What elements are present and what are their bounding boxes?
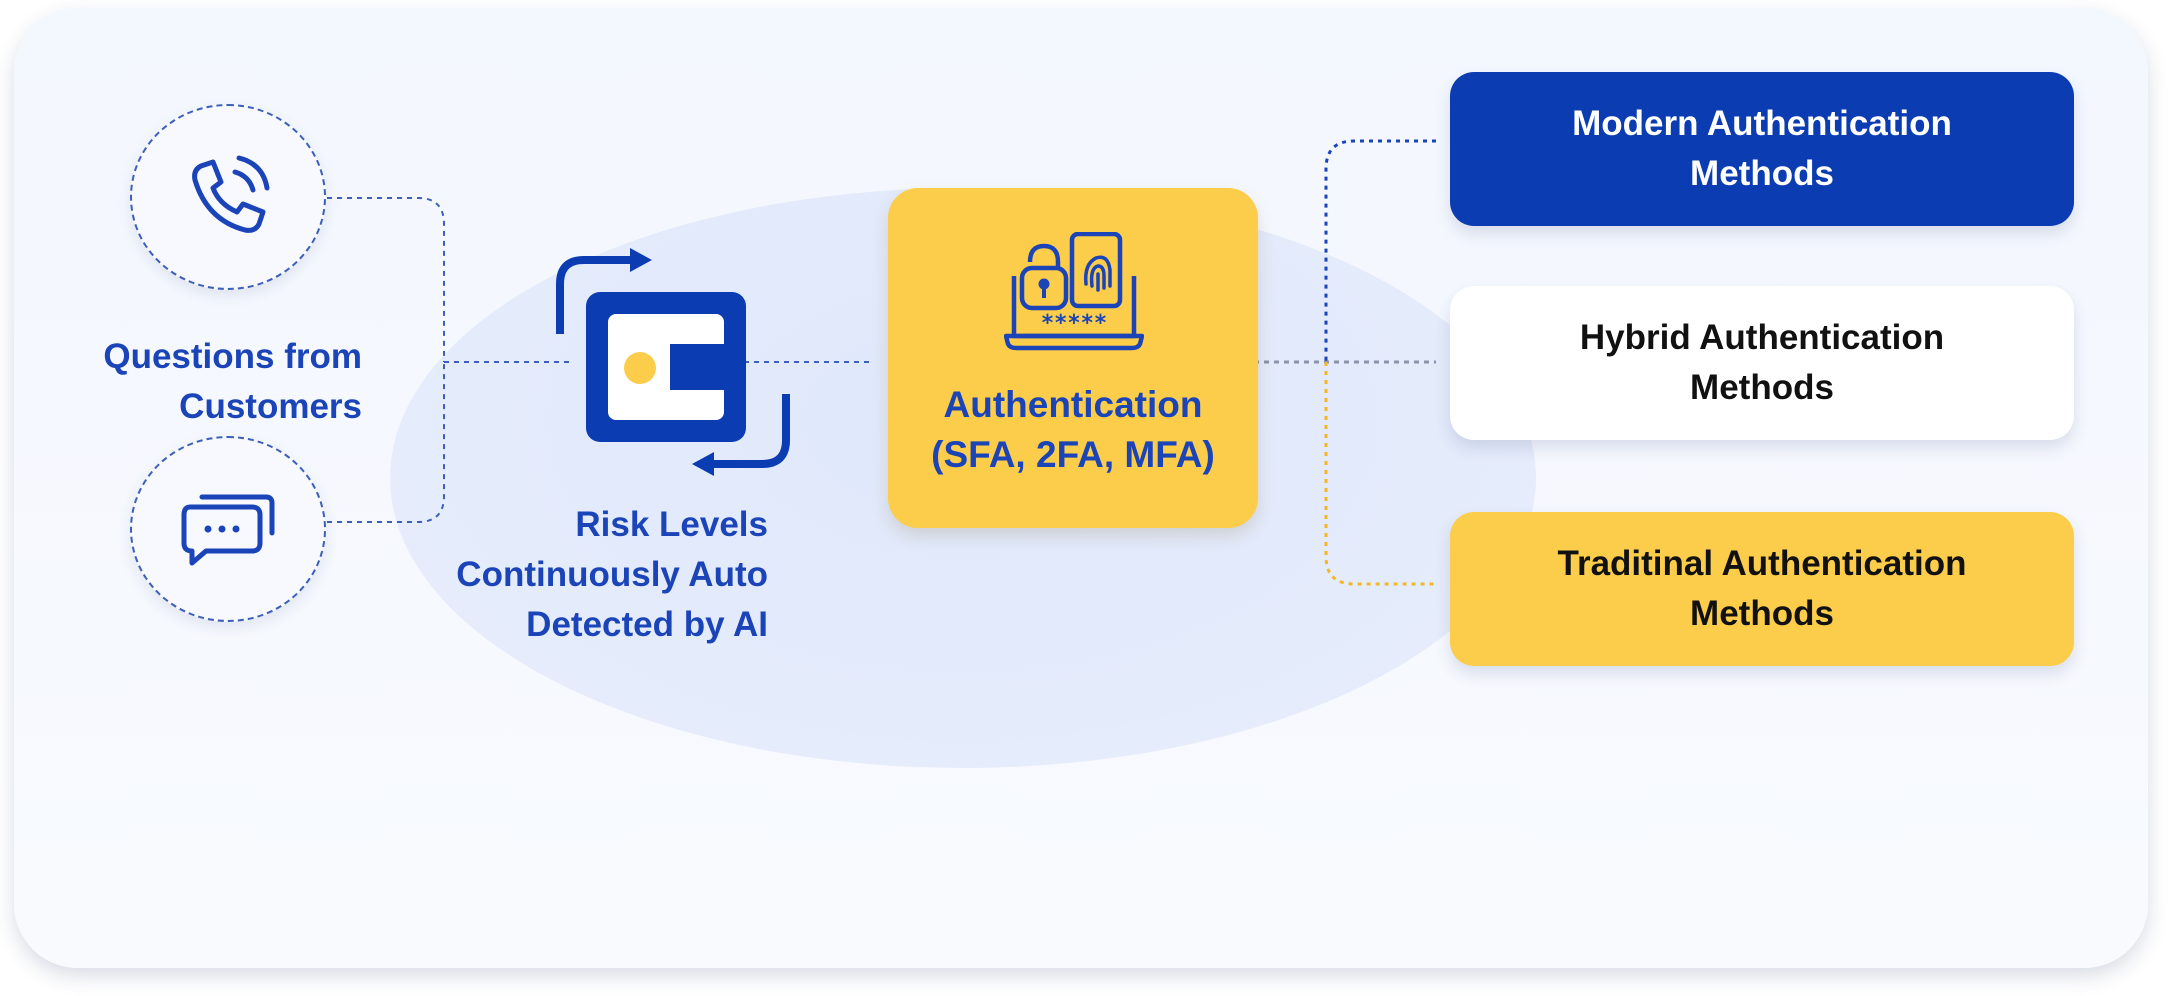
customers-label-line2: Customers [179, 387, 362, 426]
modern-methods-line1: Modern Authentication [1572, 104, 1952, 143]
risk-label-line3: Detected by AI [526, 605, 768, 644]
chat-connector [327, 362, 445, 523]
hybrid-methods-line2: Methods [1690, 368, 1834, 407]
phone-connector [327, 197, 445, 362]
risk-label: Risk Levels Continuously Auto Detected b… [456, 500, 768, 650]
chat-bubbles-icon [181, 494, 275, 566]
traditional-branch-line [1324, 362, 1436, 586]
modern-methods-line2: Methods [1690, 154, 1834, 193]
lock-fingerprint-laptop-icon: ***** [1004, 232, 1144, 351]
authentication-box: ***** Authentication (SFA, 2FA, MFA) [888, 188, 1258, 528]
risk-label-line2: Continuously Auto [456, 555, 768, 594]
authentication-label: Authentication (SFA, 2FA, MFA) [888, 380, 1258, 480]
modern-methods-box: Modern Authentication Methods [1450, 72, 2074, 226]
connector-lines [327, 139, 1436, 586]
authentication-label-line2: (SFA, 2FA, MFA) [931, 434, 1215, 475]
phone-circle [130, 104, 326, 290]
ai-risk-cycle-icon [556, 248, 790, 476]
authentication-label-line1: Authentication [943, 384, 1203, 425]
traditional-methods-line1: Traditinal Authentication [1557, 544, 1967, 583]
hybrid-methods-line1: Hybrid Authentication [1579, 318, 1945, 357]
customers-label: Questions from Customers [103, 332, 362, 432]
risk-label-line1: Risk Levels [575, 505, 768, 544]
traditional-methods-line2: Methods [1690, 594, 1834, 633]
phone-call-icon [192, 155, 270, 233]
traditional-methods-box: Traditinal Authentication Methods [1450, 512, 2074, 666]
chat-circle [130, 436, 326, 622]
modern-branch-line [1324, 139, 1436, 362]
customers-label-line1: Questions from [103, 337, 362, 376]
hybrid-methods-box: Hybrid Authentication Methods [1450, 286, 2074, 440]
svg-text:*****: ***** [1041, 311, 1107, 336]
diagram-card: Questions from Customers Risk Levels Con… [14, 8, 2148, 968]
